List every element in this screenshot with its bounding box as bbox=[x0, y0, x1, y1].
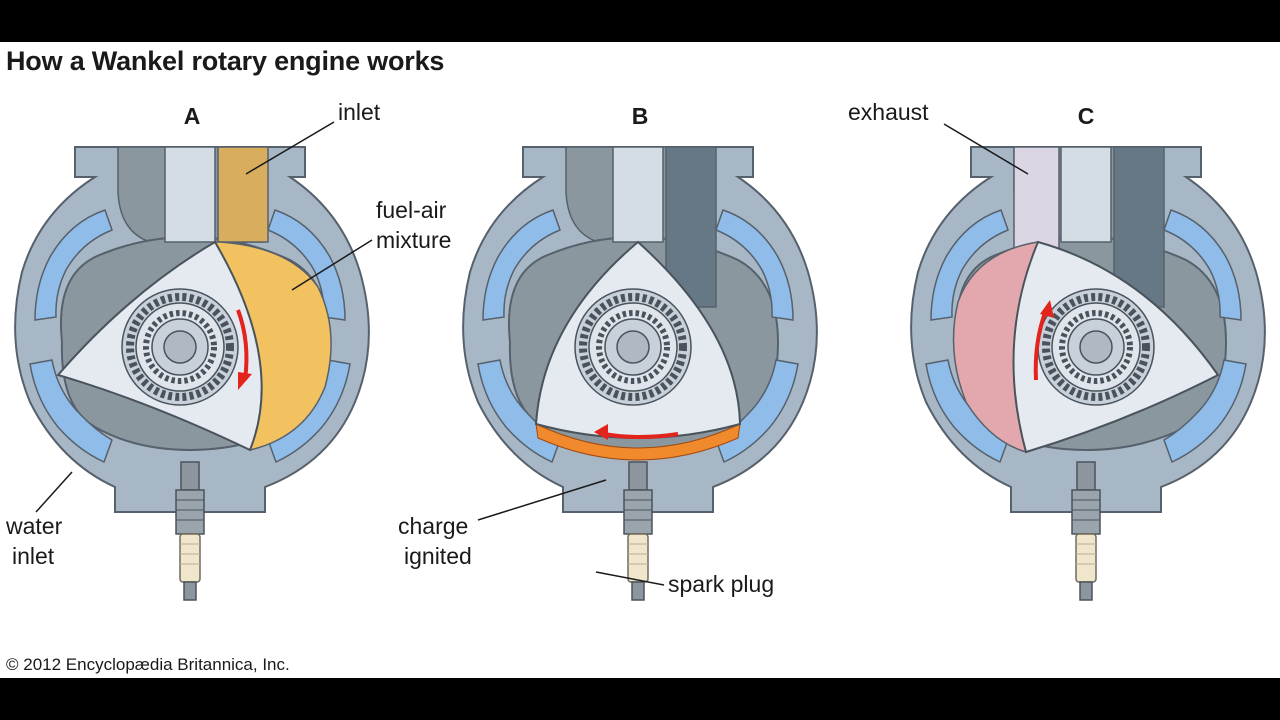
panel-letter-a: A bbox=[184, 103, 201, 129]
label-inlet: inlet bbox=[338, 99, 381, 125]
panel-b: B charge ignited spark plug bbox=[398, 103, 818, 601]
panel-a: A inlet fuel-air mixture water inlet bbox=[5, 99, 451, 601]
leader-spark-plug bbox=[595, 571, 665, 586]
label-charge: charge bbox=[398, 513, 468, 539]
diagram-title: How a Wankel rotary engine works bbox=[6, 46, 445, 76]
panel-c: C exhaust bbox=[848, 99, 1266, 601]
leader-water-inlet bbox=[35, 471, 73, 513]
diagram-frame: How a Wankel rotary engine works bbox=[0, 42, 1280, 678]
label-water: water bbox=[5, 513, 63, 539]
engine-diagram: A inlet fuel-air mixture water inlet B bbox=[5, 99, 1266, 601]
label-ignited: ignited bbox=[404, 543, 472, 569]
leader-inlet bbox=[245, 121, 335, 175]
label-exhaust: exhaust bbox=[848, 99, 929, 125]
leader-exhaust bbox=[943, 123, 1029, 175]
label-mixture: mixture bbox=[376, 227, 451, 253]
copyright-notice: © 2012 Encyclopædia Britannica, Inc. bbox=[6, 655, 290, 674]
panel-letter-b: B bbox=[632, 103, 649, 129]
panel-letter-c: C bbox=[1078, 103, 1095, 129]
leader-charge-ignited bbox=[477, 479, 607, 521]
label-fuel-air: fuel-air bbox=[376, 197, 447, 223]
label-spark-plug: spark plug bbox=[668, 571, 774, 597]
label-water-inlet: inlet bbox=[12, 543, 55, 569]
leader-fuel-air bbox=[291, 239, 373, 291]
